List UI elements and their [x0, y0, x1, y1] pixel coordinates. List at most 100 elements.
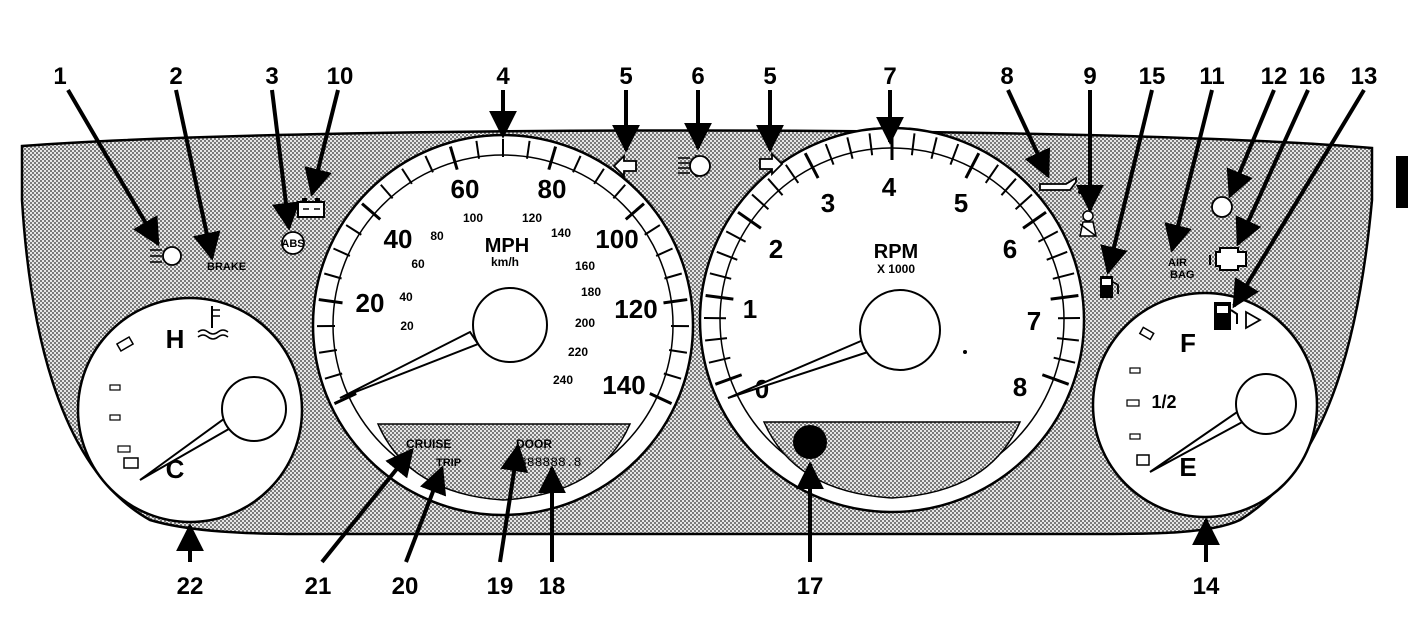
speedometer-tick [655, 247, 673, 257]
callout-arrow-13 [1232, 88, 1366, 309]
kmh-label: 160 [575, 259, 595, 273]
speedometer-tick [572, 155, 582, 173]
callout-number: 17 [797, 573, 824, 600]
callout-arrow-16 [1235, 89, 1310, 247]
speedometer-needle [339, 330, 480, 399]
speedometer-tick [644, 224, 661, 236]
tachometer-tick [803, 152, 820, 179]
callout-number: 5 [619, 63, 632, 90]
seat-belt-icon [1079, 210, 1097, 237]
tachometer-tick [910, 133, 916, 156]
callout-number: 3 [265, 63, 278, 90]
kmh-label: 120 [522, 211, 542, 225]
tachometer-tick [1050, 293, 1079, 301]
door-ajar-indicator: DOOR [516, 437, 552, 451]
speedometer-tick [475, 140, 480, 159]
mph-label: 80 [538, 174, 567, 204]
tachometer-tick [767, 177, 784, 196]
tachometer-tick [705, 337, 728, 342]
speedometer-tick [547, 146, 558, 171]
fuel-hub [1235, 373, 1297, 435]
rpm-label: 2 [769, 234, 783, 264]
callout-arrows [66, 88, 1366, 564]
rpm-label: 8 [1013, 372, 1027, 402]
callout-number: 11 [1199, 63, 1224, 90]
callout-arrow-11 [1164, 89, 1214, 253]
callout-arrow-20 [404, 465, 447, 563]
speedometer-title: MPH [485, 235, 529, 257]
tachometer-title: RPM [874, 241, 918, 263]
speedometer-subtitle: km/h [491, 255, 519, 269]
cruise-indicator: CRUISE [406, 437, 451, 451]
left-turn-signal-icon [612, 153, 637, 179]
check-engine-icon [1209, 247, 1247, 271]
speedometer-tick [318, 349, 338, 354]
fuel-door-arrow-icon [1245, 310, 1262, 330]
tachometer-tick [949, 143, 960, 165]
low-fuel-icon [1100, 276, 1119, 298]
callout-number: 9 [1083, 63, 1096, 90]
kmh-label: 240 [553, 373, 573, 387]
speedometer-tick [663, 298, 688, 305]
callout-arrow-10 [304, 89, 340, 197]
coolant-temp-icon [197, 306, 229, 340]
tachometer: 0 1 2 3 4 5 6 7 8 RPM X 1000 [698, 126, 1086, 514]
speedometer-tick [345, 224, 362, 236]
kmh-label: 60 [411, 257, 425, 271]
callout-arrow-8 [1006, 89, 1051, 179]
temp-tick [109, 414, 121, 421]
tachometer-tick [737, 210, 762, 230]
odometer-display: 888888.8 [519, 455, 581, 470]
kmh-label: 220 [568, 345, 588, 359]
speedometer-tick [333, 392, 357, 405]
tachometer-tick [1000, 177, 1017, 196]
callout-number: 4 [496, 63, 510, 90]
temp-tick [123, 457, 139, 469]
tachometer-lower-window [762, 421, 1022, 499]
kmh-label: 140 [551, 226, 571, 240]
speedometer-tick [526, 140, 531, 159]
temp-tick [115, 336, 135, 352]
headlamp-switch-icon [150, 246, 182, 266]
tachometer-tick [785, 164, 800, 184]
callout-number: 16 [1299, 63, 1326, 90]
speedometer-hub [472, 287, 548, 363]
callout-number: 2 [169, 63, 182, 90]
rpm-label: 5 [954, 188, 968, 218]
callout-number: 13 [1351, 63, 1378, 90]
callout-number: 12 [1261, 63, 1288, 90]
kmh-label: 40 [399, 290, 413, 304]
brake-warning-lamp: BRAKE [207, 261, 246, 273]
mph-label: 40 [384, 224, 413, 254]
mph-label: 100 [595, 224, 638, 254]
callout-number: 15 [1139, 63, 1166, 90]
high-beam-icon [678, 155, 711, 177]
fuel-full-label: F [1180, 328, 1196, 358]
tachometer-tick [846, 137, 854, 159]
tachometer-tick [868, 133, 874, 156]
speedometer-tick [333, 247, 351, 257]
airbag-lamp-line2: BAG [1170, 269, 1194, 281]
callout-number: 18 [539, 573, 566, 600]
fuel-half-label: 1/2 [1151, 392, 1176, 412]
fuel-tick [1129, 433, 1141, 440]
tachometer-tick [824, 143, 835, 165]
callout-number: 21 [305, 573, 332, 600]
speedometer-tick [663, 372, 682, 380]
speedometer-tick [668, 349, 688, 354]
speedometer-tick [318, 298, 343, 305]
speedometer-tick [380, 184, 394, 200]
speedometer-tick [424, 155, 434, 173]
callout-numbers: 1 2 3 10 4 5 6 5 7 8 9 15 11 12 16 13 22… [53, 63, 1377, 600]
callout-arrow-15 [1100, 89, 1154, 275]
edge-tab [1396, 156, 1408, 208]
tachometer-tick [1046, 250, 1068, 261]
security-indicator [793, 425, 827, 459]
tachometer-tick [751, 193, 770, 210]
rpm-label: 4 [882, 172, 897, 202]
callout-arrow-19 [498, 443, 528, 563]
speedometer-tick [664, 272, 683, 280]
fuel-tick [1136, 454, 1150, 466]
tachometer-tick [708, 356, 731, 364]
tachometer-subtitle: X 1000 [877, 262, 915, 276]
